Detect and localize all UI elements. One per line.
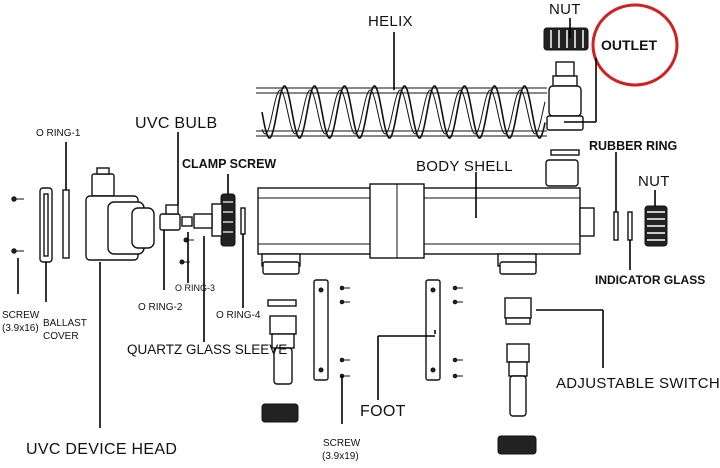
ballast-label: BALLAST [43, 318, 87, 329]
small-screws-mid [179, 237, 194, 265]
adjustable-switch-label: ADJUSTABLE SWITCH [556, 375, 720, 392]
screw-left-size: (3.9x16) [2, 323, 39, 334]
o-ring-3-part [181, 216, 193, 227]
o-ring-4-label: O RING-4 [216, 310, 261, 321]
foot-left [313, 279, 350, 381]
left-inlet-fittings [261, 261, 300, 423]
indicator-glass-part [627, 211, 633, 241]
screw-bottom-size: (3.9x19) [322, 451, 359, 462]
screw-bottom-label: SCREW [323, 438, 361, 449]
nut-top-label: NUT [549, 1, 581, 18]
o-ring-2-label: O RING-2 [138, 302, 183, 313]
right-outlet-fittings [497, 261, 537, 455]
body-shell-part [257, 159, 595, 267]
o-ring-1-part [62, 189, 70, 259]
nut-right-label: NUT [638, 173, 670, 190]
uvc-bulb-part [159, 204, 181, 231]
outlet-highlight-circle [591, 3, 679, 87]
device-head-part [85, 167, 155, 261]
indicator-glass-label: INDICATOR GLASS [595, 273, 705, 287]
clamp-screw-label: CLAMP SCREW [182, 157, 276, 171]
uvc-bulb-label: UVC BULB [135, 115, 217, 132]
ballast-cover-part [39, 187, 53, 263]
top-nut-part [543, 27, 589, 51]
device-head-label: UVC DEVICE HEAD [26, 441, 177, 458]
quartz-sleeve-part [193, 213, 213, 229]
helix-label: HELIX [368, 13, 413, 30]
rubber-ring-part [550, 149, 580, 156]
quartz-label: QUARTZ GLASS SLEEVE [127, 342, 287, 357]
clamp-screw-part [211, 193, 236, 247]
o-ring-4-part [240, 207, 246, 235]
ballast-cover-label: COVER [43, 331, 79, 342]
outlet-label: OUTLET [601, 37, 657, 53]
rubber-ring-side [613, 211, 619, 241]
body-shell-label: BODY SHELL [416, 158, 513, 175]
outlet-fitting-part [546, 61, 584, 131]
o-ring-1-label: O RING-1 [36, 128, 81, 139]
left-screws [11, 196, 24, 254]
right-nut-part [644, 205, 668, 247]
rubber-ring-label: RUBBER RING [589, 139, 677, 153]
o-ring-3-label: O RING-3 [175, 283, 215, 293]
helix-part [256, 85, 547, 139]
foot-label: FOOT [360, 403, 406, 420]
leader-lines [17, 18, 656, 428]
screw-left-label: SCREW [2, 310, 40, 321]
foot-right [425, 279, 463, 381]
